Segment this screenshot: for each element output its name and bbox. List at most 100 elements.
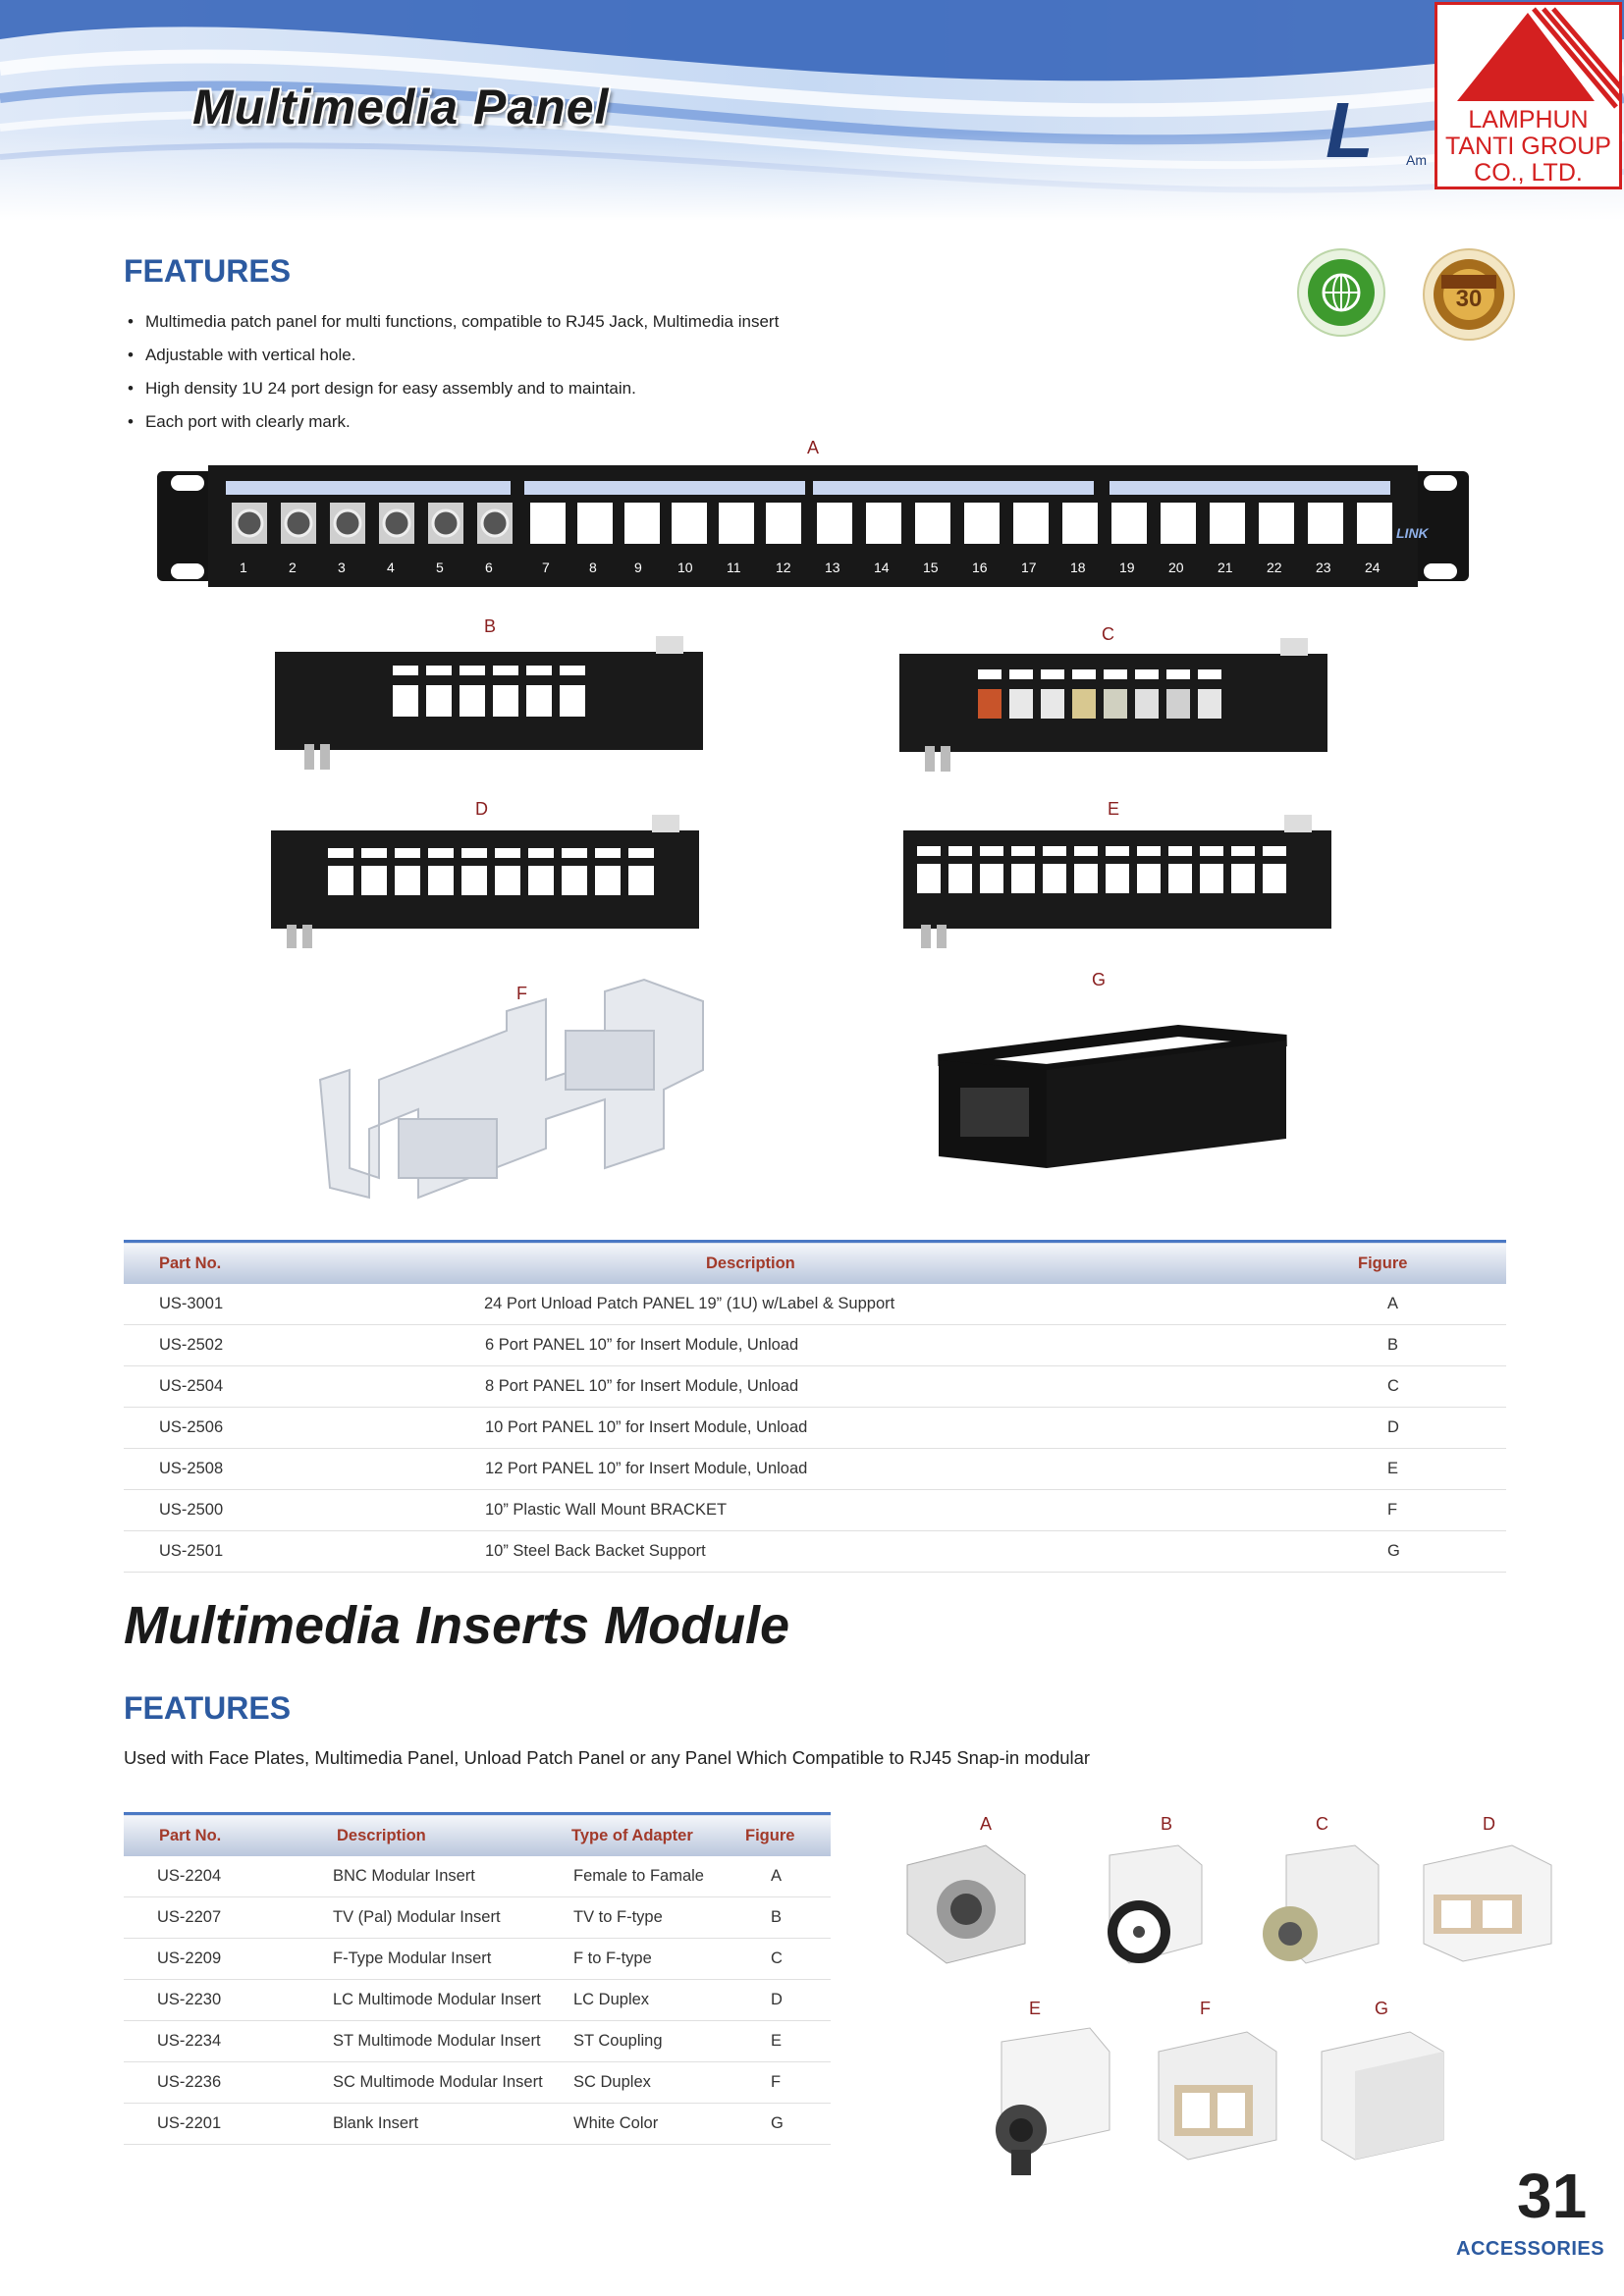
page-number: 31 xyxy=(1517,2161,1588,2231)
bnc-insert-image xyxy=(888,1836,1035,1978)
col-part-no: Part No. xyxy=(124,1240,484,1284)
svg-text:LINK: LINK xyxy=(1396,525,1430,541)
panel-a-port xyxy=(1357,503,1392,544)
panel-a-port xyxy=(866,503,901,544)
panel-a-port xyxy=(1062,503,1098,544)
col-adapter-type: Type of Adapter xyxy=(558,1812,745,1856)
feature-item: Adjustable with vertical hole. xyxy=(128,339,779,372)
panel-a-port xyxy=(1013,503,1049,544)
company-name: LAMPHUN TANTI GROUP CO., LTD. xyxy=(1445,106,1611,187)
header-banner: L Am xyxy=(0,0,1624,221)
table-header-row: Part No. Description Type of Adapter Fig… xyxy=(124,1812,831,1856)
insert-label-f: F xyxy=(1200,1999,1211,2018)
figure-label-c: C xyxy=(1102,624,1114,644)
panel-a-port xyxy=(672,503,707,544)
panel-a-connector xyxy=(284,508,313,538)
page-title: Multimedia Panel xyxy=(192,80,610,134)
panel-a-port xyxy=(1210,503,1245,544)
logo-fragment: L xyxy=(1326,86,1374,174)
panel-e-image xyxy=(903,815,1335,957)
col-figure: Figure xyxy=(745,1812,831,1856)
features-heading-2: FEATURES xyxy=(124,1690,292,1726)
section-title-inserts: Multimedia Inserts Module xyxy=(124,1596,790,1655)
sc-insert-image xyxy=(1139,2022,1286,2174)
panel-a-port xyxy=(530,503,566,544)
figure-label-d: D xyxy=(475,799,488,819)
figure-label-b: B xyxy=(484,616,497,636)
panel-a-port xyxy=(1308,503,1343,544)
f-type-insert-image xyxy=(1247,1836,1384,1978)
inserts-description: Used with Face Plates, Multimedia Panel,… xyxy=(124,1747,1091,1768)
warranty-badge-icon: 30 xyxy=(1422,247,1516,347)
table-row: US-3001 24 Port Unload Patch PANEL 19” (… xyxy=(124,1284,1506,1325)
panel-c-image xyxy=(899,638,1331,780)
panel-a-port xyxy=(1259,503,1294,544)
panel-a-port xyxy=(624,503,660,544)
inserts-table: Part No. Description Type of Adapter Fig… xyxy=(124,1812,831,2145)
panel-a-connector xyxy=(333,508,362,538)
table-row: US-2508 12 Port PANEL 10” for Insert Mod… xyxy=(124,1448,1506,1490)
panel-a-image: LINK xyxy=(157,465,1469,587)
company-logo-box: LAMPHUN TANTI GROUP CO., LTD. xyxy=(1435,2,1622,189)
insert-label-e: E xyxy=(1029,1999,1042,2018)
feature-item: High density 1U 24 port design for easy … xyxy=(128,372,779,405)
panel-a-port-numbers: 1 2 3 4 5 6 7 8 9 10 11 12 13 14 15 16 1… xyxy=(240,560,1380,575)
features-heading: FEATURES xyxy=(124,253,292,289)
figure-label-e: E xyxy=(1108,799,1120,819)
panel-a-port xyxy=(964,503,1000,544)
panel-a-port xyxy=(1111,503,1147,544)
col-part-no: Part No. xyxy=(124,1812,307,1856)
table-row: US-2504 8 Port PANEL 10” for Insert Modu… xyxy=(124,1365,1506,1408)
figure-label-a: A xyxy=(807,438,820,457)
svg-text:Am: Am xyxy=(1406,152,1427,168)
col-figure: Figure xyxy=(1338,1240,1506,1284)
insert-label-g: G xyxy=(1375,1999,1389,2018)
st-insert-image xyxy=(972,2022,1119,2184)
panel-a-port xyxy=(915,503,950,544)
panel-d-image xyxy=(271,815,703,957)
col-description: Description xyxy=(484,1240,1338,1284)
page-section-label: ACCESSORIES xyxy=(1456,2238,1605,2260)
support-g-image xyxy=(933,991,1306,1183)
panel-a-connector xyxy=(235,508,264,538)
insert-label-a: A xyxy=(980,1814,993,1834)
bracket-f-image xyxy=(310,972,723,1212)
tv-insert-image xyxy=(1080,1836,1208,1978)
insert-label-c: C xyxy=(1316,1814,1328,1834)
feature-item: Multimedia patch panel for multi functio… xyxy=(128,305,779,339)
table-row: US-2502 6 Port PANEL 10” for Insert Modu… xyxy=(124,1324,1506,1366)
banner-background: L Am xyxy=(0,0,1624,221)
panel-a-connector xyxy=(382,508,411,538)
panel-b-image xyxy=(275,636,707,778)
panel-a-port xyxy=(766,503,801,544)
panel-a-drawing: LINK xyxy=(157,465,1469,587)
panel-a-port xyxy=(817,503,852,544)
svg-text:30: 30 xyxy=(1456,286,1483,312)
table-header-row: Part No. Description Figure xyxy=(124,1240,1506,1284)
features-list: Multimedia patch panel for multi functio… xyxy=(128,305,779,439)
rohs-badge-icon xyxy=(1296,247,1386,343)
table-row: US-2500 10” Plastic Wall Mount BRACKET F xyxy=(124,1489,1506,1531)
lc-insert-image xyxy=(1414,1836,1561,1968)
figure-label-g: G xyxy=(1092,970,1107,989)
insert-label-b: B xyxy=(1161,1814,1173,1834)
panel-a-connector xyxy=(431,508,460,538)
panel-a-connector xyxy=(480,508,510,538)
col-description: Description xyxy=(307,1812,558,1856)
blank-insert-image xyxy=(1312,2022,1459,2174)
feature-item: Each port with clearly mark. xyxy=(128,405,779,439)
table-row: US-2506 10 Port PANEL 10” for Insert Mod… xyxy=(124,1407,1506,1449)
table-row: US-2501 10” Steel Back Backet Support G xyxy=(124,1530,1506,1573)
panel-a-port xyxy=(1161,503,1196,544)
figure-label-f: F xyxy=(516,984,527,1003)
panel-a-port xyxy=(719,503,754,544)
multimedia-panel-table: Part No. Description Figure US-3001 24 P… xyxy=(124,1240,1506,1573)
company-triangle-logo xyxy=(1457,7,1619,109)
